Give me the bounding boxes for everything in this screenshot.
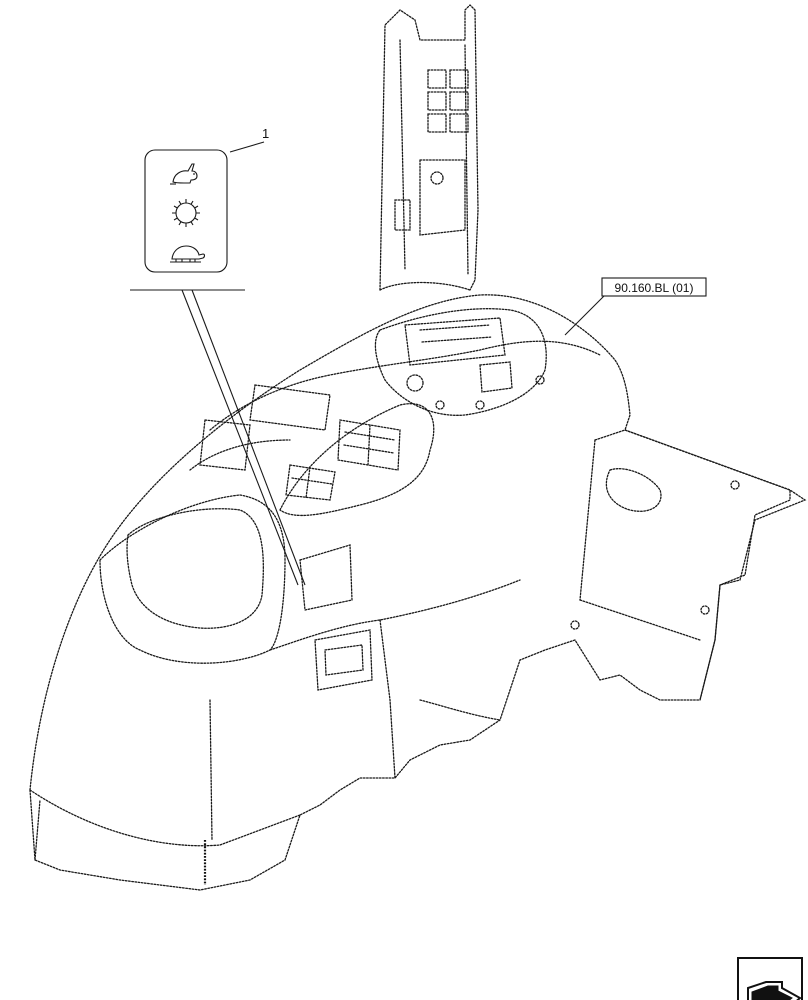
callout-pointer-line-a — [181, 289, 299, 586]
callout-symbol-box — [144, 149, 228, 273]
callout-group: 1 — [130, 126, 306, 586]
reference-label-text: 90.160.BL (01) — [615, 281, 694, 295]
fender-body — [29, 294, 807, 891]
callout-item-number: 1 — [262, 126, 269, 141]
switch-panel — [285, 419, 401, 501]
rear-panel — [570, 429, 791, 701]
callout-pointer-line-b — [191, 289, 306, 586]
reference-label-box — [601, 277, 707, 297]
reference-leader-line — [564, 295, 605, 336]
callout-leader-line — [229, 141, 265, 153]
rabbit-icon — [170, 163, 198, 185]
turtle-icon — [170, 245, 206, 263]
control-console — [189, 308, 601, 691]
post-button-cluster — [427, 69, 469, 133]
cab-post — [379, 4, 479, 291]
arrow-navigation-icon[interactable] — [737, 957, 803, 1000]
gear-icon — [172, 199, 200, 227]
reference-label-group: 90.160.BL (01) — [564, 277, 707, 336]
